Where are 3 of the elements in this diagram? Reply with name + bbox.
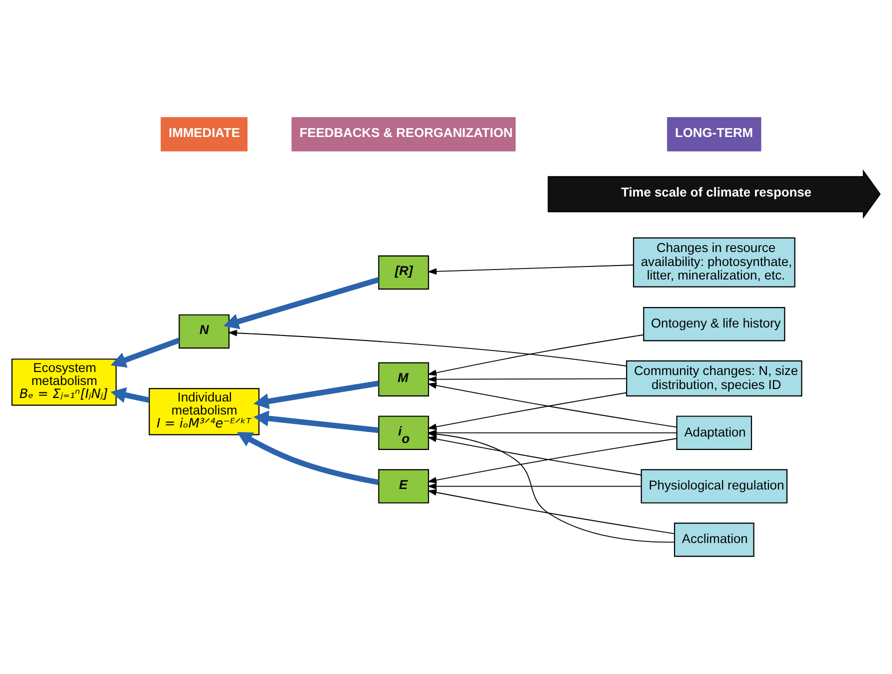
label: FEEDBACKS & REORGANIZATION <box>299 124 513 140</box>
label: IMMEDIATE <box>168 124 240 140</box>
label: LONG-TERM <box>674 124 754 140</box>
